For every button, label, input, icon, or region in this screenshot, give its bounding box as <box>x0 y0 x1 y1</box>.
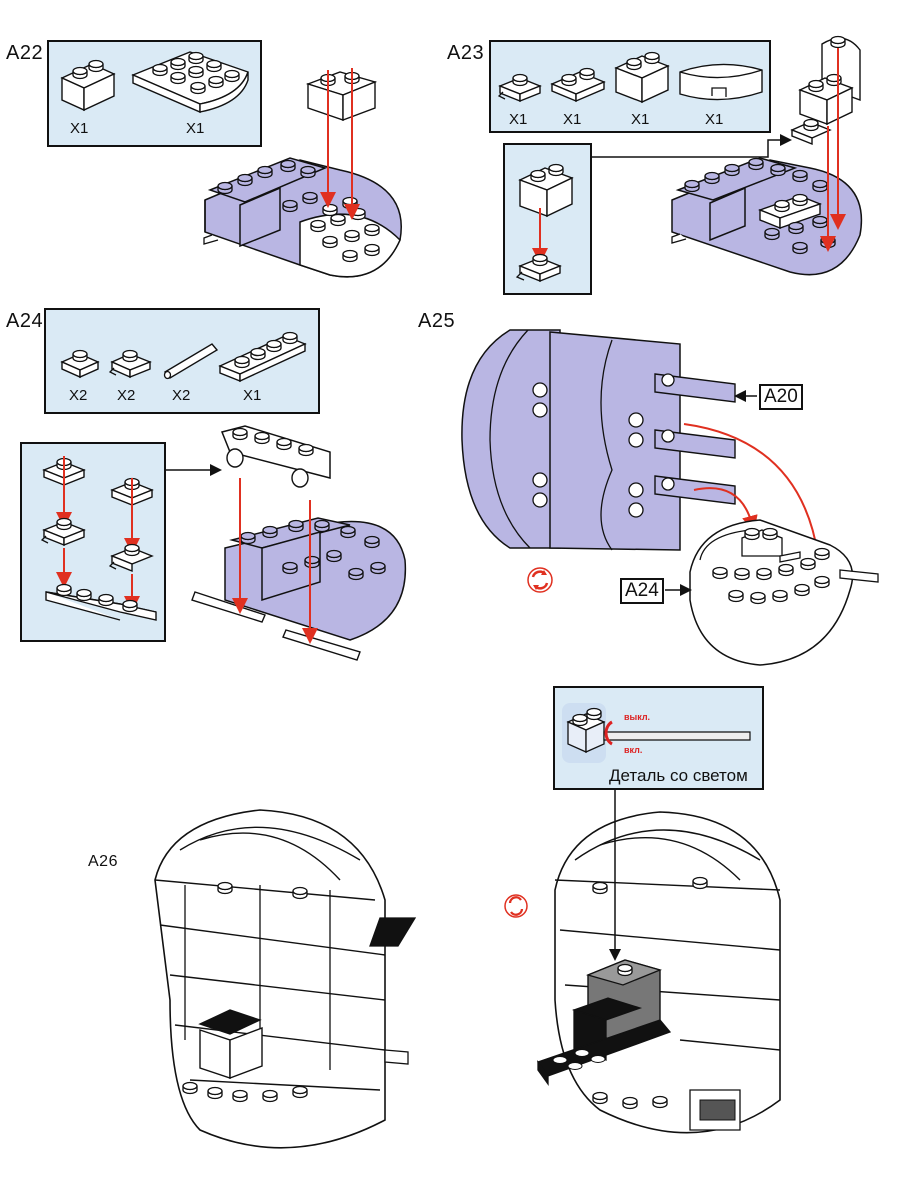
light-brick-caption: Деталь со светом <box>609 766 748 785</box>
part-qty: X1 <box>631 111 650 128</box>
part-qty: X2 <box>69 387 88 404</box>
light-on-label: вкл. <box>624 745 643 755</box>
step-label-a25: A25 <box>418 310 456 332</box>
brick-1x2-icon <box>60 59 116 112</box>
a24-subassembly <box>40 456 157 621</box>
clip-plate-icon <box>108 349 152 379</box>
a23-assembly <box>671 35 863 276</box>
rotate-icon <box>527 567 553 593</box>
a26-head-right <box>536 811 781 1134</box>
clip-plate-icon <box>497 73 542 103</box>
part-qty: X1 <box>705 111 724 128</box>
bar-icon <box>163 343 219 380</box>
a22-assembly <box>203 68 402 278</box>
light-off-label: выкл. <box>624 712 651 722</box>
curved-brick-icon <box>679 63 763 101</box>
step-label-a22: A22 <box>6 42 44 64</box>
part-qty: X1 <box>509 111 528 128</box>
part-qty: X1 <box>70 120 89 137</box>
part-qty: X1 <box>186 120 205 137</box>
part-qty: X1 <box>243 387 262 404</box>
step-label-a24: A24 <box>6 310 44 332</box>
wedge-plate-icon <box>131 51 249 114</box>
a24-assembly <box>191 425 407 661</box>
a26-head-left <box>154 809 417 1149</box>
part-qty: X1 <box>563 111 582 128</box>
plate-1x2-icon <box>550 67 606 103</box>
reference-tag-a20: A20 <box>759 384 803 410</box>
a23-subassembly <box>515 163 574 283</box>
plate-1x1-icon <box>60 349 100 379</box>
step-label-a23: A23 <box>447 42 485 64</box>
a25-base-assembly <box>689 519 879 666</box>
a25-head-assembly <box>461 329 736 551</box>
part-qty: X2 <box>117 387 136 404</box>
brick-1x2-icon <box>614 51 670 104</box>
part-qty: X2 <box>172 387 191 404</box>
reference-tag-a24: A24 <box>620 578 664 604</box>
plate-1x4-icon <box>218 331 307 383</box>
rotate-icon <box>504 894 528 918</box>
light-brick-icon <box>562 703 751 763</box>
step-label-a26: A26 <box>88 853 118 870</box>
